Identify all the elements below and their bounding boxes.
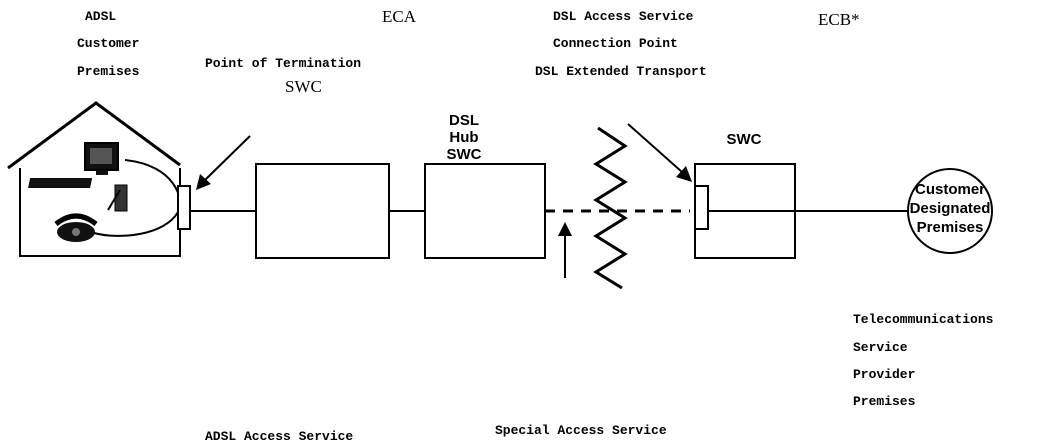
swc-right-label: SWC: [727, 131, 762, 148]
eca-box: [255, 163, 390, 259]
dsl-hub-line-2: Hub: [449, 129, 478, 146]
transport-boundary-zigzag: [593, 126, 628, 290]
arrow-connection-point: [627, 123, 692, 182]
customer-designated-premises: Customer Designated Premises: [907, 168, 993, 254]
dsl-hub-box: [424, 163, 546, 259]
adsl-premises-line-2: Customer: [77, 36, 139, 51]
telecom-line-2: Service: [853, 340, 908, 355]
adsl-premises-line-3: Premises: [77, 64, 140, 79]
telecom-provider-label: Telecommunications Service Provider Prem…: [853, 312, 994, 409]
dsl-access-service-label: DSL Access Service Connection Point DSL …: [535, 9, 707, 79]
arrow-point-of-termination: [196, 135, 251, 190]
adsl-access-service-label: ADSL Access Service: [205, 429, 353, 444]
customer-designated-line-1: Customer: [915, 181, 985, 198]
customer-designated-line-3: Premises: [917, 219, 984, 236]
swc-top-label: SWC: [285, 77, 322, 96]
adsl-premises-line-1: ADSL: [85, 9, 116, 24]
special-access-service-label: Special Access Service: [495, 423, 667, 438]
house-roof: [7, 101, 181, 170]
eca-label: ECA: [382, 7, 417, 26]
computer-icon: [28, 142, 128, 212]
ecb-label: ECB*: [818, 10, 860, 29]
dsl-hub-line-3: SWC: [447, 146, 482, 163]
arrow-dsl-hub-boundary: [558, 222, 572, 278]
customer-designated-line-2: Designated: [910, 200, 991, 217]
telecom-line-3: Provider: [853, 367, 915, 382]
telecom-line-1: Telecommunications: [853, 312, 994, 327]
dsl-access-line-1: DSL Access Service: [553, 9, 694, 24]
point-of-termination-label: Point of Termination: [205, 56, 361, 71]
dsl-access-line-3: DSL Extended Transport: [535, 64, 707, 79]
dsl-hub-swc-label: DSL Hub SWC: [447, 112, 482, 163]
dsl-access-line-2: Connection Point: [553, 36, 678, 51]
network-interface-device: [177, 185, 191, 230]
adsl-customer-premises-label: ADSL Customer Premises: [77, 9, 140, 79]
telecom-line-4: Premises: [853, 394, 916, 409]
dsl-hub-line-1: DSL: [449, 112, 479, 129]
premises-circle: [907, 168, 993, 254]
swc-connection-point: [694, 185, 709, 230]
telephone-icon: [54, 213, 98, 242]
